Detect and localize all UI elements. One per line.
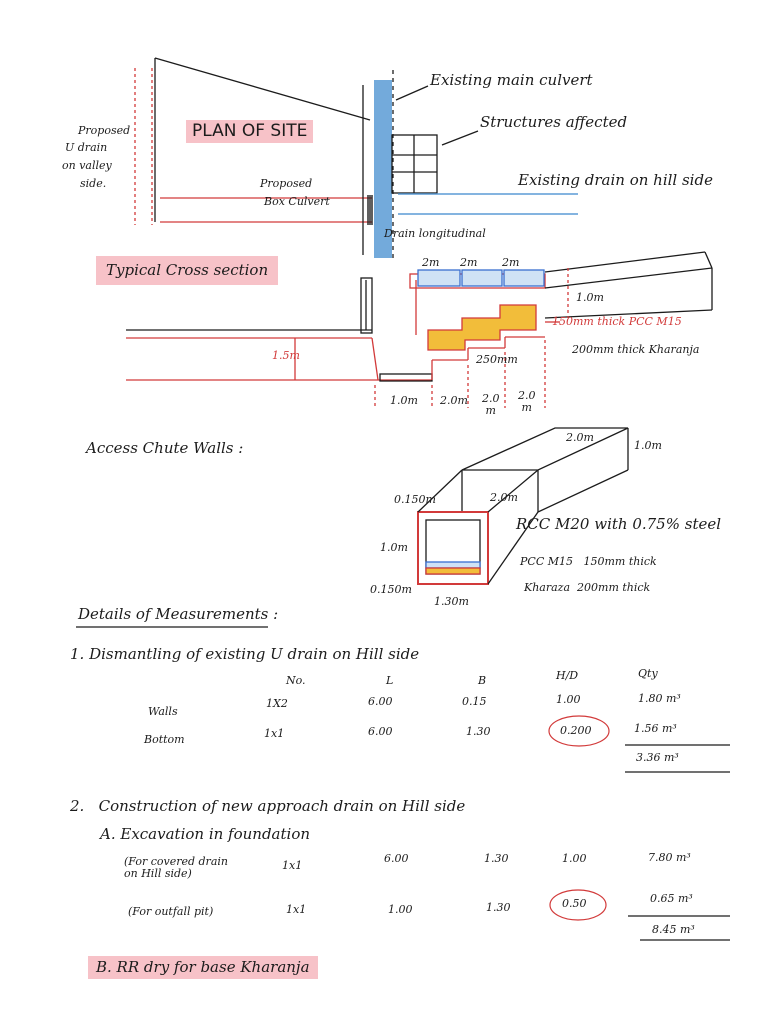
item2-title: 2. Construction of new approach drain on… xyxy=(70,797,466,815)
row-no: 1x1 xyxy=(282,859,303,872)
bottom-dim-4: 2.0 m xyxy=(518,389,536,415)
plan-of-site-drawing xyxy=(134,57,578,258)
cross-section-drawing xyxy=(126,251,713,408)
row-l: 1.00 xyxy=(388,903,413,916)
row-h: 1.00 xyxy=(556,693,581,706)
proposed-u-drain-label-3: on valley xyxy=(62,159,112,172)
kharanja-note: 200mm thick Kharanja xyxy=(572,343,700,356)
chute-top-right: 1.0m xyxy=(634,439,662,452)
item1-title: 1. Dismantling of existing U drain on Hi… xyxy=(70,645,420,663)
row-b: 1.30 xyxy=(484,852,509,865)
item2-sub-b: B. RR dry for base Kharanja xyxy=(88,956,318,979)
chute-title: Access Chute Walls : xyxy=(86,439,244,457)
proposed-box-culvert-label-2: Box Culvert xyxy=(264,195,330,208)
row-b: 1.30 xyxy=(466,725,491,738)
row-b: 0.15 xyxy=(462,695,487,708)
proposed-u-drain-label-1: Proposed xyxy=(78,124,131,137)
bottom-dim-2: 2.0m xyxy=(440,394,468,407)
chute-top-thick: 0.150m xyxy=(394,493,436,506)
row-no: 1X2 xyxy=(266,697,288,710)
row-name: Walls xyxy=(148,705,178,718)
chute-height: 1.0m xyxy=(380,541,408,554)
structures-affected-label: Structures affected xyxy=(480,113,628,131)
plan-title: PLAN OF SITE xyxy=(186,120,314,143)
access-chute-drawing xyxy=(417,427,629,585)
chute-bottom-width: 1.30m xyxy=(434,595,469,608)
section-title: Typical Cross section xyxy=(96,256,279,285)
mid-dim-label: 250mm xyxy=(476,353,518,366)
details-heading: Details of Measurements : xyxy=(78,605,279,623)
row-no: 1x1 xyxy=(264,727,285,740)
header-b: B xyxy=(478,674,487,687)
row-no: 1x1 xyxy=(286,903,307,916)
row-qty: 7.80 m³ xyxy=(648,851,691,864)
pcc-note: 150mm thick PCC M15 xyxy=(552,315,682,328)
row-h: 0.200 xyxy=(560,724,592,737)
row-h: 1.00 xyxy=(562,852,587,865)
header-no: No. xyxy=(286,674,306,687)
kharaza-note: Kharaza 200mm thick xyxy=(524,581,651,594)
chute-pcc-note: PCC M15 150mm thick xyxy=(520,555,657,568)
row-l: 6.00 xyxy=(384,852,409,865)
left-height-label: 1.5m xyxy=(272,349,300,362)
item2-total: 8.45 m³ xyxy=(652,923,695,936)
top-dim-2: 2m xyxy=(460,256,478,269)
existing-main-culvert-label: Existing main culvert xyxy=(430,71,593,89)
chute-inner-width: 2.0m xyxy=(490,491,518,504)
row-b: 1.30 xyxy=(486,901,511,914)
row-name: (For covered drain on Hill side) xyxy=(124,855,228,881)
existing-drain-hill-label: Existing drain on hill side xyxy=(518,171,713,189)
chute-top-width: 2.0m xyxy=(566,431,594,444)
drain-longitudinal-label: Drain longitudinal xyxy=(384,227,486,240)
row-l: 6.00 xyxy=(368,725,393,738)
chute-bottom-thick: 0.150m xyxy=(370,583,412,596)
rcc-note: RCC M20 with 0.75% steel xyxy=(516,515,722,533)
row-l: 6.00 xyxy=(368,695,393,708)
header-qty: Qty xyxy=(638,667,658,680)
row-qty: 1.56 m³ xyxy=(634,722,677,735)
header-l: L xyxy=(386,674,394,687)
top-dim-3: 2m xyxy=(502,256,520,269)
proposed-u-drain-label-4: side. xyxy=(80,177,107,190)
right-height-label: 1.0m xyxy=(576,291,604,304)
proposed-box-culvert-label-1: Proposed xyxy=(260,177,313,190)
bottom-dim-3: 2.0 m xyxy=(482,392,500,418)
row-qty: 0.65 m³ xyxy=(650,892,693,905)
proposed-u-drain-label-2: U drain xyxy=(65,141,108,154)
header-hd: H/D xyxy=(556,669,579,682)
bottom-dim-1: 1.0m xyxy=(390,394,418,407)
measurement-marks xyxy=(76,626,730,941)
row-h: 0.50 xyxy=(562,897,587,910)
row-name: Bottom xyxy=(144,733,185,746)
item2-sub-a: A. Excavation in foundation xyxy=(100,825,311,843)
item1-total: 3.36 m³ xyxy=(636,751,679,764)
row-qty: 1.80 m³ xyxy=(638,692,681,705)
top-dim-1: 2m xyxy=(422,256,440,269)
row-name: (For outfall pit) xyxy=(128,905,214,918)
